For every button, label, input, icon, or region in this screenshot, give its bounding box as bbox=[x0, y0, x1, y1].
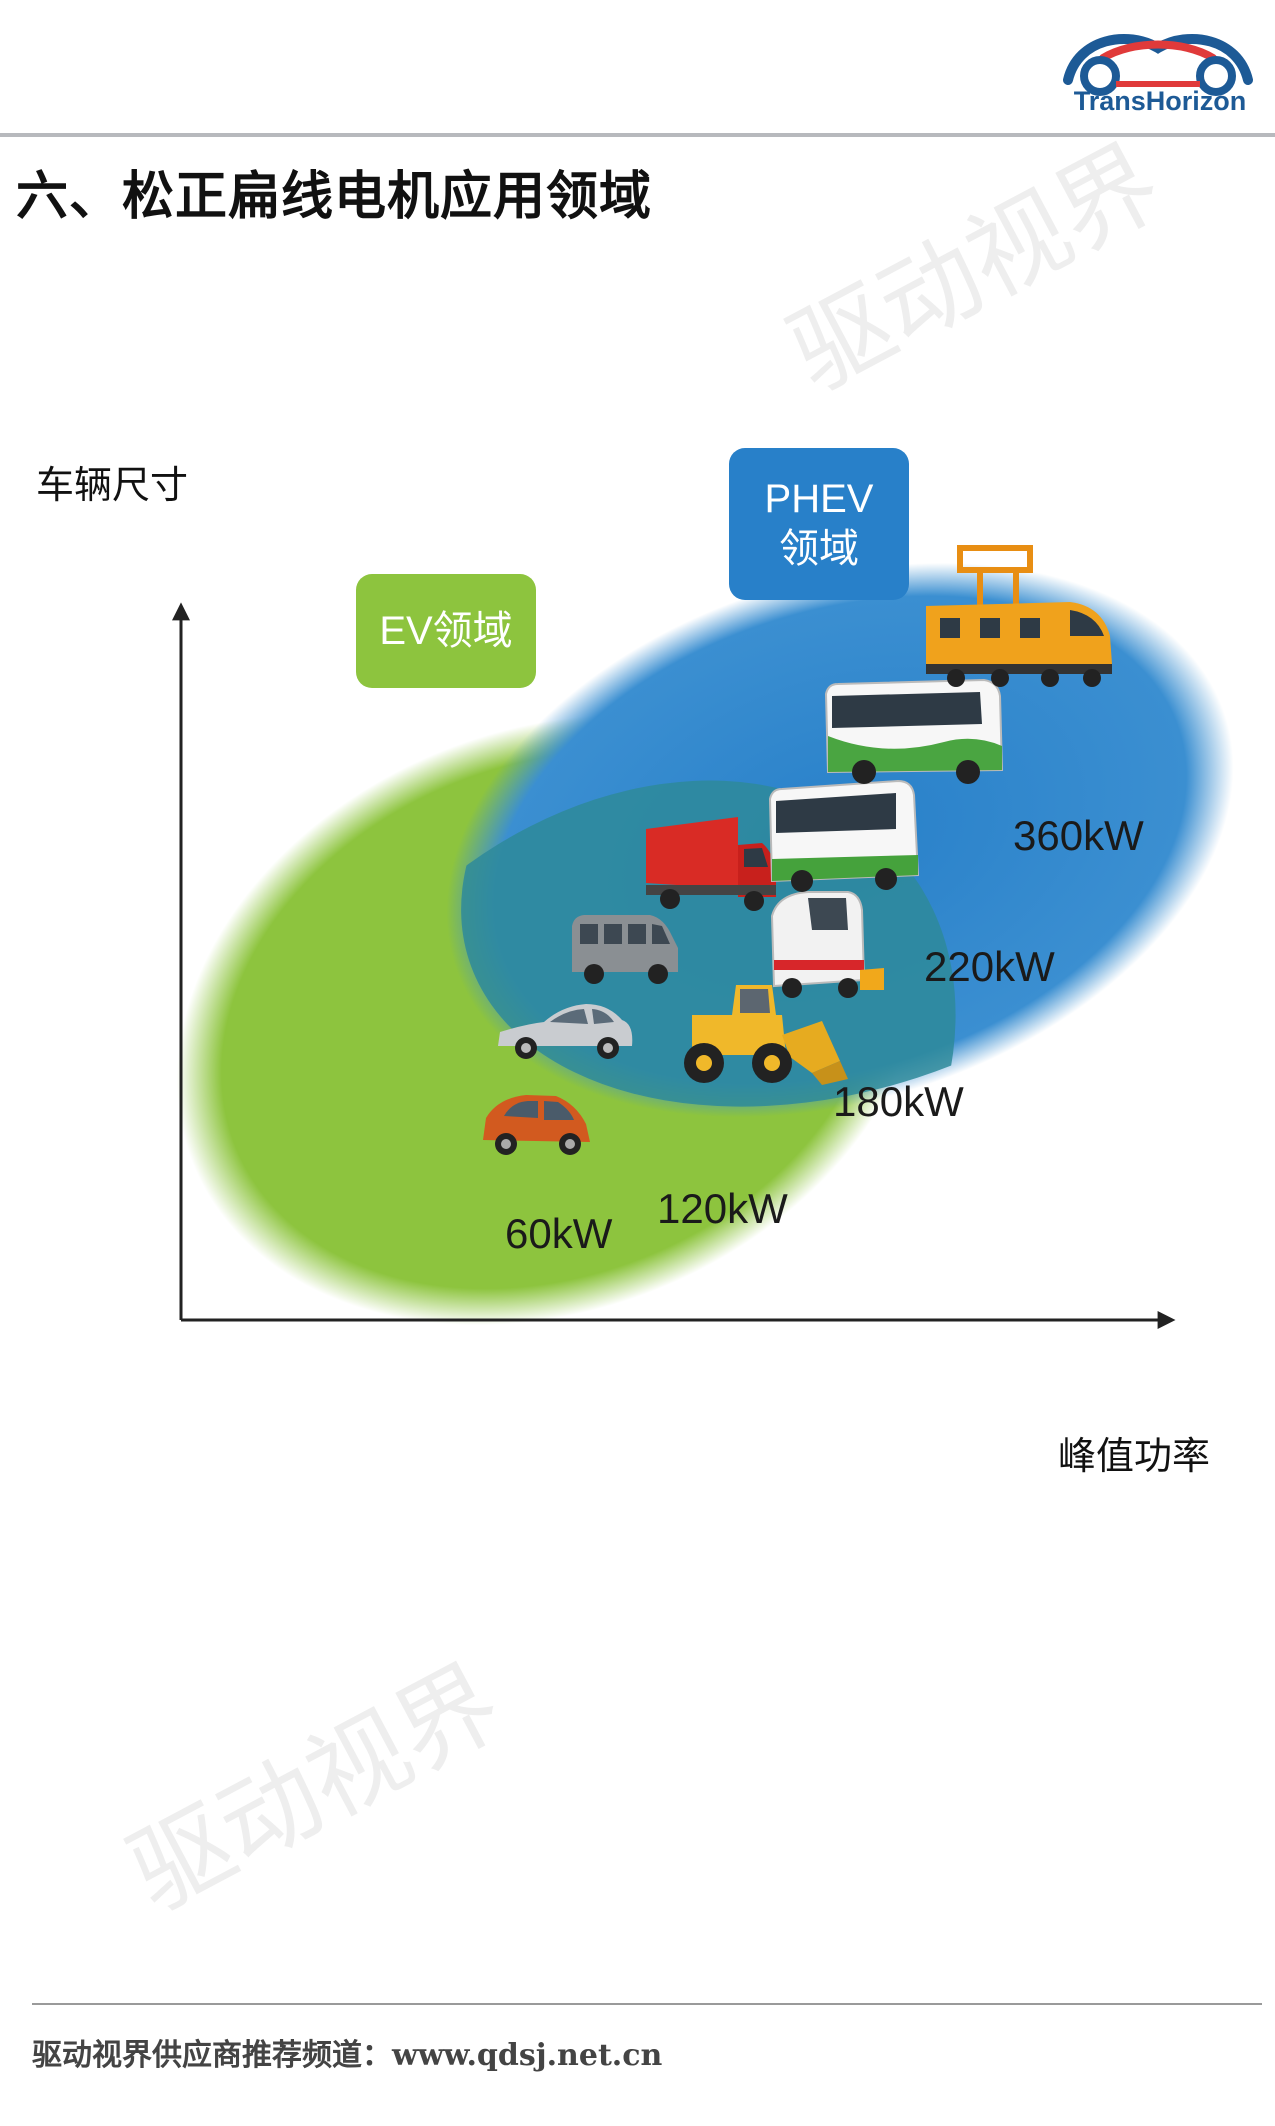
x-axis-label: 峰值功率 bbox=[1058, 1434, 1211, 1478]
power-label-120kw: 120kW bbox=[657, 1185, 788, 1232]
rail-maintenance-vehicle-icon bbox=[926, 545, 1112, 687]
watermark: 驱动视界 bbox=[770, 122, 1179, 414]
sedan-icon bbox=[498, 1004, 633, 1059]
minivan-icon bbox=[572, 915, 678, 984]
ev-phev-diagram bbox=[172, 545, 1234, 1329]
phev-tag-line2: 领域 bbox=[779, 527, 859, 571]
electric-bus-icon bbox=[824, 678, 1004, 784]
phev-tag-line1: PHEV bbox=[764, 477, 874, 521]
wheel-loader-icon bbox=[684, 985, 848, 1085]
ev-domain-tag: EV领域 bbox=[356, 574, 536, 688]
y-axis-label: 车辆尺寸 bbox=[36, 463, 189, 507]
transhorizon-logo-icon bbox=[1063, 33, 1253, 96]
cargo-truck-icon bbox=[646, 817, 776, 911]
phev-domain-tag: PHEV 领域 bbox=[729, 448, 909, 600]
watermark: 驱动视界 bbox=[110, 1642, 519, 1934]
header-divider bbox=[0, 133, 1275, 137]
power-label-60kw: 60kW bbox=[505, 1210, 613, 1257]
footer-text: 驱动视界供应商推荐频道：www.qdsj.net.cn bbox=[32, 2038, 663, 2073]
street-sweeper-icon bbox=[770, 891, 884, 998]
brand-name: TransHorizon bbox=[1073, 86, 1247, 116]
compact-car-icon bbox=[483, 1095, 590, 1155]
footer-divider bbox=[32, 2003, 1262, 2005]
power-label-220kw: 220kW bbox=[924, 943, 1055, 990]
city-bus-icon bbox=[768, 779, 920, 892]
page-title: 六、松正扁线电机应用领域 bbox=[16, 167, 653, 227]
power-label-360kw: 360kW bbox=[1013, 812, 1144, 859]
power-label-180kw: 180kW bbox=[833, 1078, 964, 1125]
